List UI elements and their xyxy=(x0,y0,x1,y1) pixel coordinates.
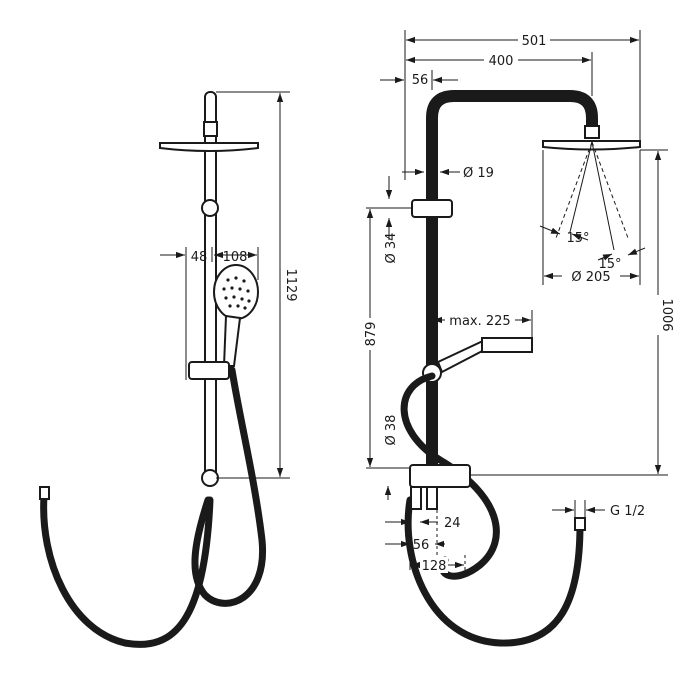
dim-arm-length: 400 xyxy=(489,54,514,69)
dim-total-width: 501 xyxy=(522,34,547,49)
side-shower-head xyxy=(159,142,259,152)
front-rail-and-arm xyxy=(426,90,598,486)
dim-side-offset: 48 xyxy=(191,250,208,265)
front-upper-holder xyxy=(411,199,453,218)
side-view: 1129 48 108 xyxy=(39,91,298,648)
side-handshower-holder xyxy=(188,361,230,380)
dim-wall-offset: 56 xyxy=(412,73,429,88)
dim-inlet-offset: 24 xyxy=(444,516,461,531)
side-head-connector xyxy=(203,121,218,137)
dim-head-diameter: Ø 205 xyxy=(571,270,610,285)
dim-thread-size: G 1/2 xyxy=(610,504,645,519)
side-hose-fitting xyxy=(39,486,50,500)
dim-connection-width: 128 xyxy=(422,559,447,574)
side-rail-knob xyxy=(201,199,219,217)
front-handshower-handle xyxy=(436,338,490,374)
dim-max-reach: max. 225 xyxy=(449,314,510,329)
dim-spray-angle-left: 15° xyxy=(566,231,589,246)
dim-holder-diameter: Ø 34 xyxy=(384,233,399,264)
dim-side-height: 1129 xyxy=(283,268,298,301)
front-head-connector xyxy=(584,125,600,139)
front-mixer-body xyxy=(409,464,471,488)
dim-handshower-width: 108 xyxy=(223,250,248,265)
spray-angle-lines xyxy=(555,141,629,251)
dim-mixer-diameter: Ø 38 xyxy=(384,415,399,446)
side-bottom-knob xyxy=(201,469,219,487)
dim-pipe-diameter: Ø 19 xyxy=(463,166,494,181)
front-view: 15° 15° Ø 205 501 400 56 Ø 19 Ø 3 xyxy=(362,30,674,647)
side-handshower-head xyxy=(213,264,259,320)
front-hose-fitting xyxy=(574,517,586,531)
side-handshower-nozzles xyxy=(222,276,251,310)
dim-outlet-height: 879 xyxy=(364,322,379,347)
side-handshower-handle xyxy=(222,314,242,367)
front-inlet-right xyxy=(426,486,438,510)
front-handshower-head xyxy=(481,337,533,353)
dim-inlet-spacing: 56 xyxy=(413,538,430,553)
dim-total-height: 1006 xyxy=(659,298,674,331)
side-supply-hose xyxy=(40,492,214,648)
front-inlet-left xyxy=(410,486,422,510)
